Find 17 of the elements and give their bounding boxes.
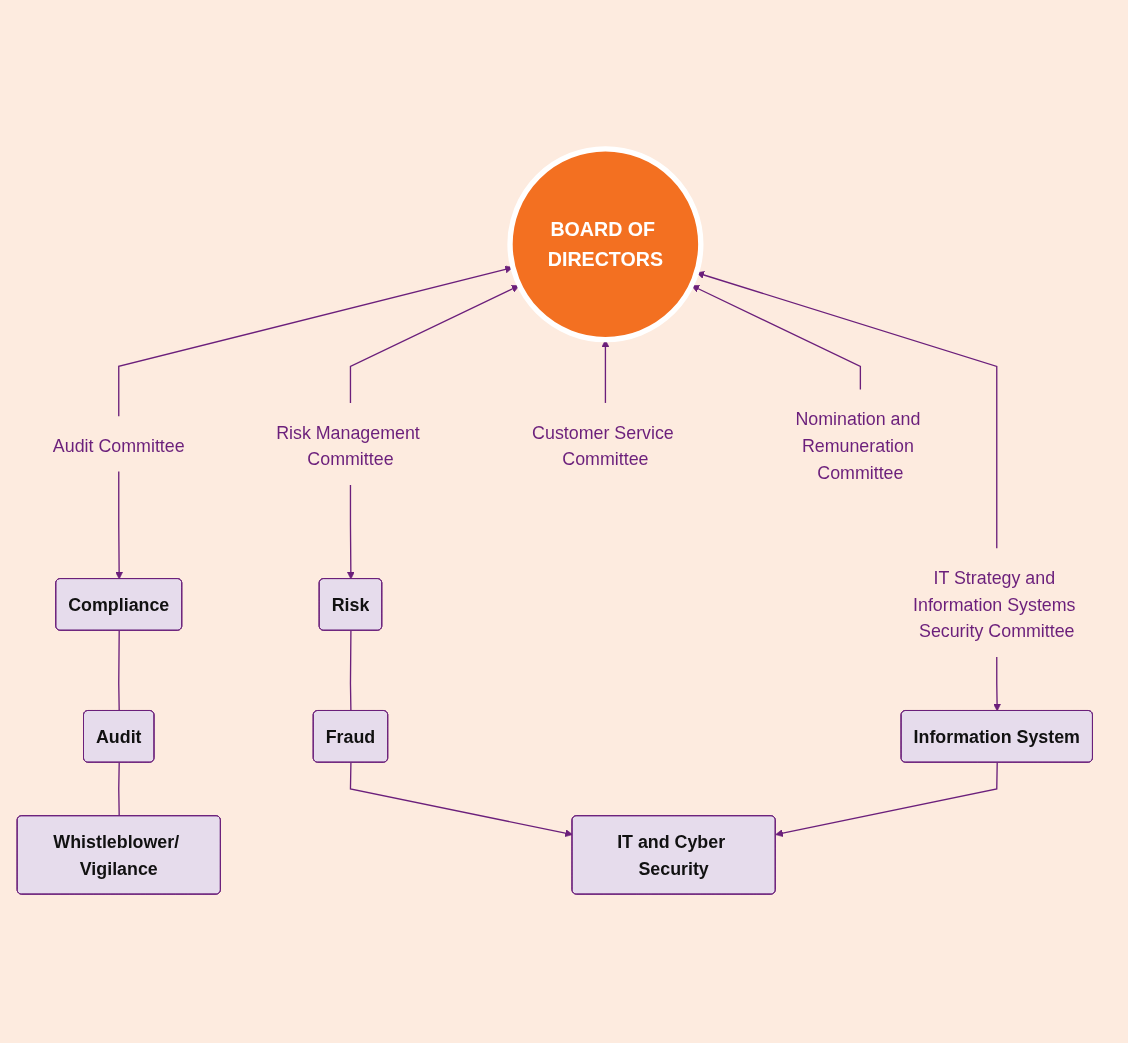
connector bbox=[118, 761, 120, 817]
connector bbox=[118, 630, 120, 712]
node-text: IT Strategy and Information Systems Security Committee bbox=[913, 567, 1076, 641]
arrow bbox=[349, 761, 573, 837]
arrow bbox=[775, 761, 998, 837]
arrow bbox=[691, 285, 862, 391]
arrow bbox=[115, 470, 124, 580]
arrow bbox=[118, 265, 513, 417]
node-text: Risk Management Committee bbox=[276, 422, 420, 469]
arrow bbox=[993, 656, 1001, 712]
arrow bbox=[349, 285, 520, 404]
node-text: Nomination and Remuneration Committee bbox=[795, 409, 921, 483]
node-circle: BOARD OF DIRECTORS bbox=[507, 146, 704, 343]
node-text: Audit Committee bbox=[52, 435, 185, 456]
arrow bbox=[346, 484, 355, 580]
node-text: Customer Service Committee bbox=[532, 422, 674, 469]
connector bbox=[349, 630, 352, 712]
